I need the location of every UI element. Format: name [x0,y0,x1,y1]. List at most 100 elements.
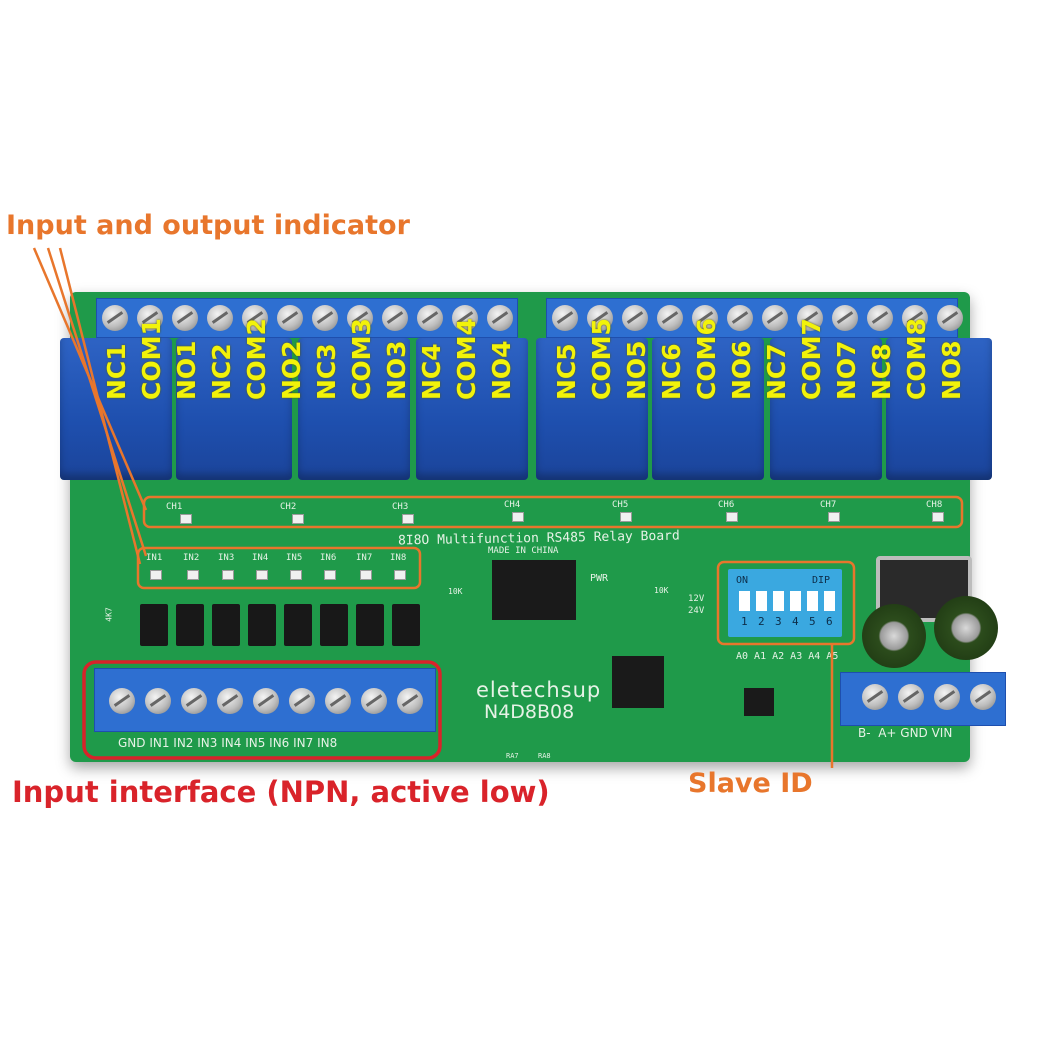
relay-8 [886,338,992,480]
in4-led [256,570,268,580]
dip-lever[interactable] [773,591,784,611]
relay-6 [652,338,764,480]
ch5-led [620,512,632,522]
screw [487,305,513,331]
screw [452,305,478,331]
model-label: N4D8B08 [484,701,575,723]
relay-7 [770,338,882,480]
in4-led-label: IN4 [252,553,269,563]
leader-line [46,247,148,557]
screw [587,305,613,331]
relay-4 [416,338,528,480]
input-interface-callout: Input interface (NPN, active low) [12,775,550,809]
optocoupler [248,604,276,646]
screw [898,684,924,710]
screw [347,305,373,331]
dip-number: 6 [826,615,833,628]
slave-id-callout: Slave ID [688,768,813,799]
relay-5 [536,338,648,480]
screw [207,305,233,331]
in6-led-label: IN6 [320,553,337,563]
capacitor [934,596,998,660]
dip-lever[interactable] [756,591,767,611]
screw [657,305,683,331]
input-terminal-labels: GND IN1 IN2 IN3 IN4 IN5 IN6 IN7 IN8 [118,736,338,750]
screw [937,305,963,331]
screw [902,305,928,331]
in5-led-label: IN5 [286,553,303,563]
screw [289,688,315,714]
relay-1 [60,338,172,480]
screw [832,305,858,331]
ch3-led [402,514,414,524]
screw [181,688,207,714]
optocoupler [356,604,384,646]
power-terminal-labels: B- A+ GND VIN [858,726,953,740]
dip-number: 5 [809,615,816,628]
in3-led-label: IN3 [218,553,235,563]
screw [137,305,163,331]
ch7-led [828,512,840,522]
dip-switch[interactable]: ON DIP 1 2 3 4 5 6 [728,569,842,637]
input-interface-highlight [82,660,442,760]
screw [145,688,171,714]
ch1-led [180,514,192,524]
ch4-label: CH4 [504,500,521,510]
ch3-label: CH3 [392,502,409,512]
screw [253,688,279,714]
ch2-led [292,514,304,524]
in8-led-label: IN8 [390,553,407,563]
optocoupler [176,604,204,646]
in3-led [222,570,234,580]
screw [727,305,753,331]
dip-lever[interactable] [790,591,801,611]
optocoupler [392,604,420,646]
ch1-label: CH1 [166,502,183,512]
dip-number: 4 [792,615,799,628]
screw [934,684,960,710]
dip-label: DIP [812,575,831,586]
24v-label: 24V [688,606,705,616]
screw [217,688,243,714]
res-10k-left: 10K [448,587,463,596]
in1-led-label: IN1 [146,553,163,563]
in7-led-label: IN7 [356,553,373,563]
dip-number: 3 [775,615,782,628]
ch4-led [512,512,524,522]
output-terminal-block-left [96,298,518,338]
dip-lever[interactable] [824,591,835,611]
screw [552,305,578,331]
screw [862,684,888,710]
ch8-label: CH8 [926,500,943,510]
screw [762,305,788,331]
microcontroller [612,656,664,708]
ch7-label: CH7 [820,500,837,510]
ra7-label: RA7 [506,752,519,760]
ch5-label: CH5 [612,500,629,510]
in5-led [290,570,302,580]
ch2-label: CH2 [280,502,297,512]
screw [277,305,303,331]
pwr-label: PWR [590,573,609,584]
rs485-transceiver [744,688,774,716]
dip-lever[interactable] [807,591,818,611]
screw [867,305,893,331]
screw [325,688,351,714]
ch6-led [726,512,738,522]
ra8-label: RA8 [538,752,551,760]
optocoupler [140,604,168,646]
screw [109,688,135,714]
input-indicator-highlight [136,546,422,590]
screw [242,305,268,331]
dip-number: 1 [741,615,748,628]
made-in-china: MADE IN CHINA [488,546,559,556]
ch8-led [932,512,944,522]
output-indicator-highlight [142,495,964,529]
ch6-label: CH6 [718,500,735,510]
screw [797,305,823,331]
dip-lever[interactable] [739,591,750,611]
in2-led [187,570,199,580]
screw [361,688,387,714]
dip-switch-highlight [716,560,856,646]
optocoupler [320,604,348,646]
